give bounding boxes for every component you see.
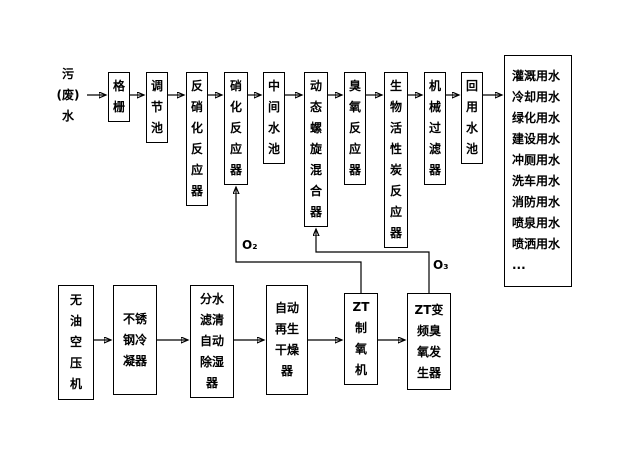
label-o3: O₃ [433,258,449,272]
node-nitrification-reactor: 硝 化 反 应 器 [224,72,248,185]
node-auto-regeneration-dryer: 自动 再生 干燥 器 [266,285,308,395]
node-ozone-reactor: 臭 氧 反 应 器 [344,72,366,185]
node-regulating-tank: 调 节 池 [146,72,168,143]
node-biological-activated-carbon-reactor: 生 物 活 性 炭 反 应 器 [384,72,408,248]
node-filter-auto-dehumidifier: 分水 滤清 自动 除湿 器 [190,285,234,398]
node-zt-oxygen-generator: ZT 制 氧 机 [344,293,378,385]
label-wastewater: 污 (废) 水 [56,66,80,123]
node-reuse-water-tank: 回 用 水 池 [461,72,483,164]
conn-o3-line [316,229,430,293]
node-denitrification-reactor: 反 硝 化 反 应 器 [186,72,208,206]
node-zt-ozone-generator: ZT变 频臭 氧发 生器 [407,293,451,390]
label-o2: O₂ [242,238,258,252]
node-mechanical-filter: 机 械 过 滤 器 [424,72,446,185]
node-reuse-water-uses: 灌溉用水 冷却用水 绿化用水 建设用水 冲厕用水 洗车用水 消防用水 喷泉用水 … [504,55,572,287]
node-dynamic-spiral-mixer: 动 态 螺 旋 混 合 器 [304,72,328,227]
node-oil-free-air-compressor: 无 油 空 压 机 [58,285,94,400]
node-intermediate-tank: 中 间 水 池 [263,72,285,164]
node-bar-screen: 格 栅 [108,72,130,122]
node-stainless-steel-condenser: 不锈 钢冷 凝器 [113,285,157,395]
